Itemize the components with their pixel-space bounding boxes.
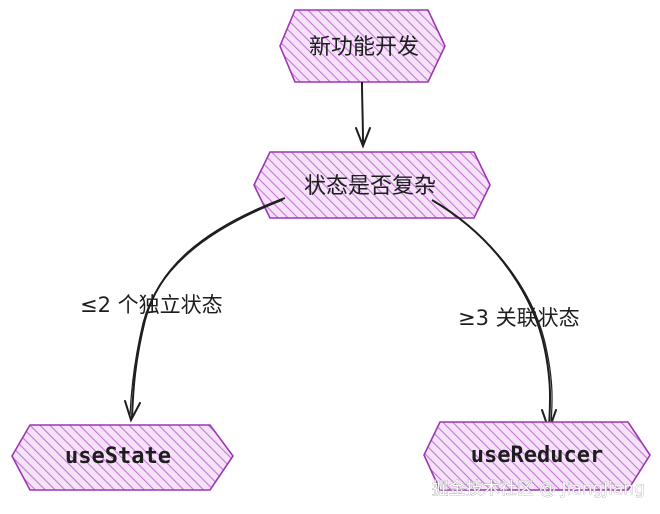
usereducer-node: useReducer <box>423 421 651 491</box>
usestate-node: useState <box>11 424 234 491</box>
start-node-label: 新功能开发 <box>309 35 419 60</box>
arrow-start-to-decision <box>355 81 371 149</box>
decision-node-label: 状态是否复杂 <box>304 174 436 199</box>
watermark-text: 掘金技术社区 @ JiangJiang <box>432 479 645 499</box>
edge-label-left: ≤2 个独立状态 <box>80 293 223 317</box>
decision-node: 状态是否复杂 <box>253 151 491 219</box>
usestate-node-label: useState <box>65 444 171 469</box>
usestate-node-shape <box>11 424 234 491</box>
usereducer-node-shape <box>423 421 651 491</box>
edge-label-right: ≥3 关联状态 <box>458 306 580 330</box>
arrow-decision-to-usestate <box>124 197 286 423</box>
decision-node-shape <box>253 151 491 219</box>
usereducer-node-label: useReducer <box>471 443 603 468</box>
start-node: 新功能开发 <box>279 9 446 83</box>
start-node-shape <box>279 9 446 83</box>
